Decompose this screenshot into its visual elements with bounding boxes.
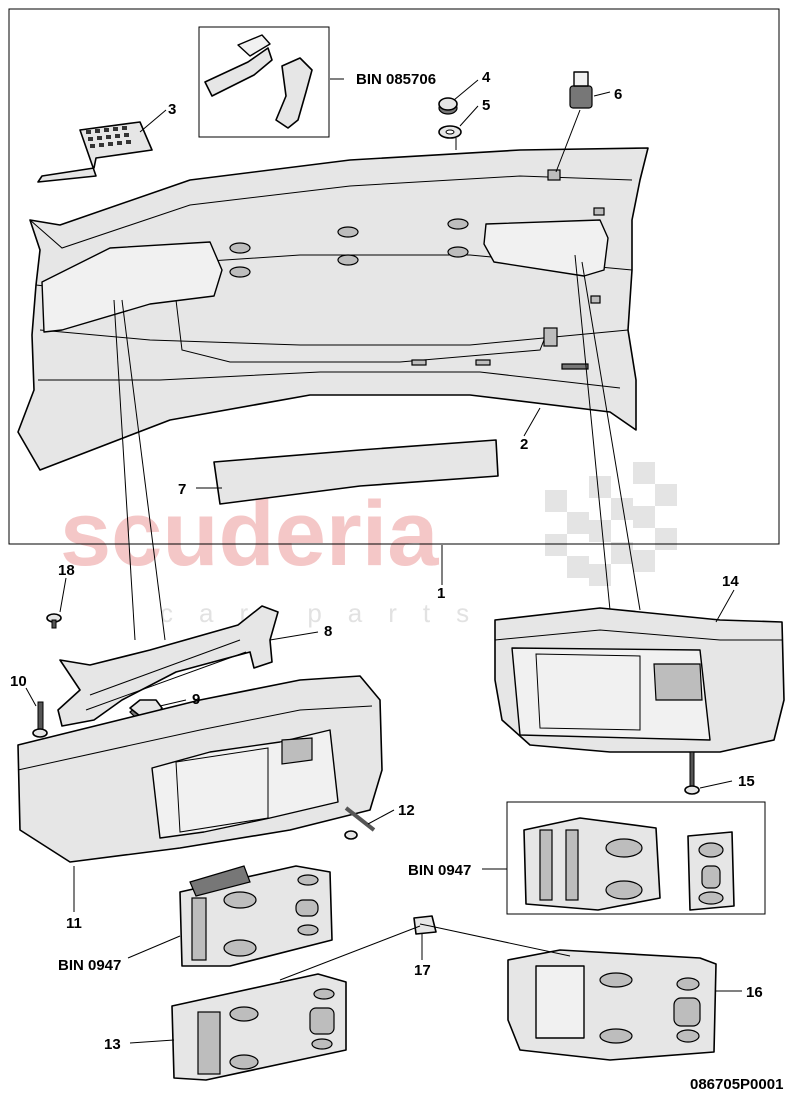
part-18-clip: [46, 613, 62, 629]
bin-085706-clips: [204, 34, 313, 129]
callout-11: 11: [66, 915, 82, 932]
callout-17: 17: [414, 962, 431, 979]
callout-10: 10: [10, 673, 27, 690]
part-6-clip: [569, 71, 593, 109]
part-12-screw: [344, 806, 376, 840]
part-3-vent-bracket: [37, 121, 153, 183]
part-7-strip: [213, 439, 499, 505]
callout-6: 6: [614, 86, 622, 103]
callout-3: 3: [168, 101, 176, 118]
callout-16: 16: [746, 984, 763, 1001]
callout-labels: BIN 085706 3 4 5 6 2 7 1 18 8 9 10 12 11…: [10, 69, 763, 1053]
callout-bin-085706: BIN 085706: [356, 71, 436, 88]
callout-2: 2: [520, 436, 528, 453]
bin-0947-left-lamp: [179, 865, 333, 967]
part-5-washer: [438, 125, 462, 139]
callout-7: 7: [178, 481, 186, 498]
callout-5: 5: [482, 97, 490, 114]
part-2-headliner: [17, 147, 649, 471]
part-15-screw: [684, 751, 700, 795]
headliner-holes: [229, 169, 605, 370]
part-14-right-console: [494, 607, 785, 753]
checkered-flag-icon: [545, 462, 677, 586]
callout-bin-0947-right: BIN 0947: [408, 862, 471, 879]
part-11-left-console: [17, 675, 383, 863]
part-10-screw: [32, 701, 48, 738]
callout-18: 18: [58, 562, 75, 579]
part-4-nut: [438, 97, 458, 115]
callout-12: 12: [398, 802, 415, 819]
bin-0947-right-frame: [506, 801, 766, 915]
part-8-bracket: [57, 605, 279, 727]
callout-bin-0947-left: BIN 0947: [58, 957, 121, 974]
bin-085706-frame: [198, 26, 330, 138]
part-13-lamp-cover: [171, 973, 347, 1081]
part-16-lamp-cover: [507, 949, 717, 1061]
callout-8: 8: [324, 623, 332, 640]
callout-14: 14: [722, 573, 739, 590]
watermark-sub: car parts: [160, 598, 495, 628]
headliner-group-frame: [8, 8, 780, 545]
bin-0947-right-lamp: [523, 817, 735, 911]
part-17-clip: [413, 915, 437, 935]
projection-lines: [113, 254, 641, 641]
callout-4: 4: [482, 69, 491, 86]
callout-13: 13: [104, 1036, 121, 1053]
callout-9: 9: [192, 691, 200, 708]
leader-lines: [25, 78, 742, 1044]
callout-15: 15: [738, 773, 755, 790]
figure-id: 086705P0001: [690, 1076, 783, 1093]
callout-1: 1: [437, 585, 445, 602]
